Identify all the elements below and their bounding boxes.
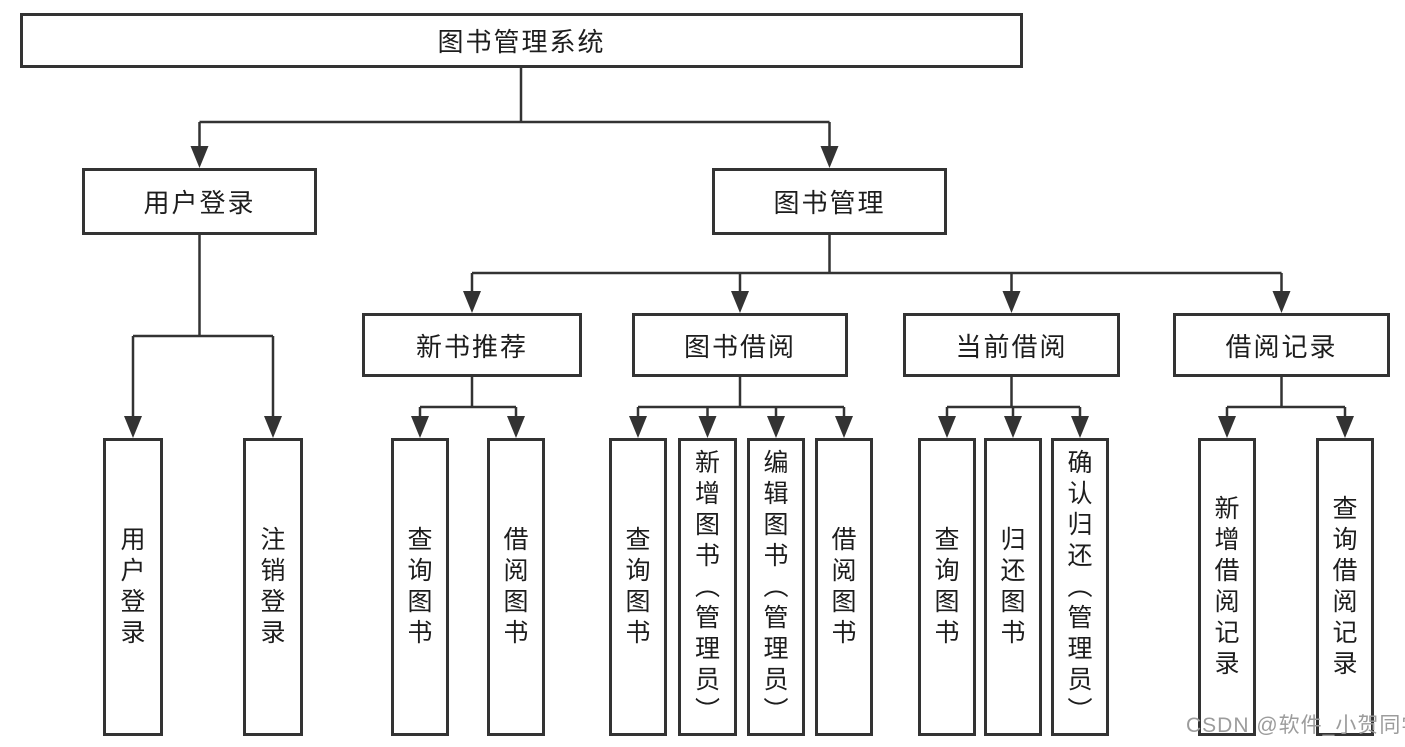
leaf-query-books-recommend-label: 查询图书 [407, 526, 433, 647]
node-current-borrowing-label: 当前借阅 [955, 331, 1068, 362]
leaf-add-borrow-record-label: 新增借阅记录 [1214, 495, 1240, 678]
leaf-borrow-books-recommend: 借阅图书 [487, 438, 545, 736]
node-book-borrowing-label: 图书借阅 [683, 331, 796, 362]
node-current-borrowing: 当前借阅 [903, 313, 1120, 377]
leaf-user-login-label: 用户登录 [120, 526, 146, 647]
leaf-edit-book-admin: 编辑图书︵管理员︶ [747, 438, 805, 736]
node-borrowing-records-label: 借阅记录 [1225, 331, 1338, 362]
leaf-query-books-borrow: 查询图书 [609, 438, 667, 736]
leaf-query-books-borrow-label: 查询图书 [625, 526, 651, 647]
node-borrowing-records: 借阅记录 [1173, 313, 1390, 377]
leaf-query-books-current-label: 查询图书 [934, 526, 960, 647]
node-book-management-label: 图书管理 [773, 188, 886, 218]
leaf-borrow-books-recommend-label: 借阅图书 [503, 526, 529, 647]
node-new-book-recommendation-label: 新书推荐 [415, 331, 528, 362]
leaf-borrow-books-label: 借阅图书 [831, 526, 857, 647]
leaf-return-books: 归还图书 [984, 438, 1042, 736]
leaf-query-borrow-record: 查询借阅记录 [1316, 438, 1374, 736]
leaf-confirm-return-admin: 确认归还︵管理员︶ [1051, 438, 1109, 736]
leaf-edit-book-admin-label: 编辑图书︵管理员︶ [763, 448, 789, 725]
leaf-query-books-recommend: 查询图书 [391, 438, 449, 736]
node-library-system-label: 图书管理系统 [437, 27, 606, 57]
node-book-management: 图书管理 [712, 168, 947, 235]
leaf-logout-label: 注销登录 [260, 526, 286, 647]
leaf-borrow-books: 借阅图书 [815, 438, 873, 736]
leaf-add-book-admin-label: 新增图书︵管理员︶ [694, 448, 720, 725]
node-library-system: 图书管理系统 [20, 13, 1023, 68]
leaf-logout: 注销登录 [243, 438, 303, 736]
leaf-query-borrow-record-label: 查询借阅记录 [1332, 495, 1358, 678]
leaf-confirm-return-admin-label: 确认归还︵管理员︶ [1067, 448, 1093, 725]
csdn-watermark: CSDN @软件_小贺同学 [1186, 714, 1405, 737]
leaf-user-login: 用户登录 [103, 438, 163, 736]
arrowheads [124, 146, 1354, 438]
node-book-borrowing: 图书借阅 [632, 313, 848, 377]
leaf-add-book-admin: 新增图书︵管理员︶ [678, 438, 737, 736]
node-user-login: 用户登录 [82, 168, 317, 235]
leaf-add-borrow-record: 新增借阅记录 [1198, 438, 1256, 736]
leaf-query-books-current: 查询图书 [918, 438, 976, 736]
node-user-login-label: 用户登录 [143, 188, 256, 218]
leaf-return-books-label: 归还图书 [1000, 526, 1026, 647]
node-new-book-recommendation: 新书推荐 [362, 313, 582, 377]
